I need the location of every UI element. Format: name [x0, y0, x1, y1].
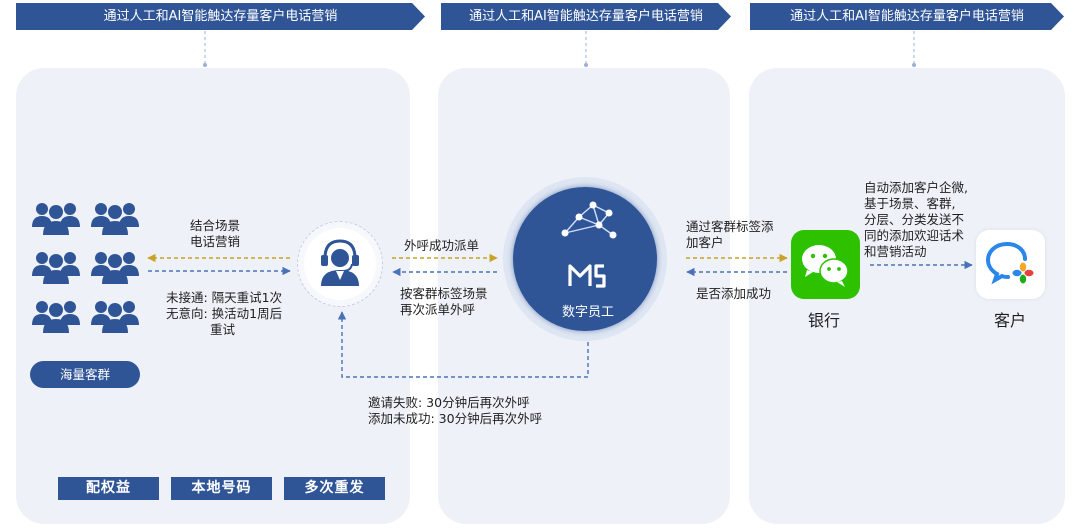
agent-headset-icon — [297, 221, 383, 307]
tag-benefits: 配权益 — [58, 477, 159, 500]
back-label-3: 重试 — [210, 322, 236, 337]
banner-right: 通过人工和AI智能触达存量客户电话营销 — [750, 3, 1064, 30]
result-label: 是否添加成功 — [696, 286, 772, 301]
people-icon — [32, 203, 139, 333]
forward-label-1: 结合场景 — [190, 218, 241, 233]
tag-resend: 多次重发 — [284, 477, 385, 500]
redispatch-label-2: 再次派单外呼 — [400, 302, 476, 317]
add-label-1: 通过客群标签添 — [686, 219, 774, 234]
wecom-icon — [976, 230, 1045, 299]
tag-local-number: 本地号码 — [171, 477, 272, 500]
digital-worker-logo-icon — [568, 264, 606, 288]
back-label-1: 未接通: 隔天重试1次 — [166, 290, 283, 305]
retry-loop — [337, 311, 589, 378]
forward-label-2: 电话营销 — [190, 234, 241, 249]
auto-label-1: 自动添加客户企微, — [864, 180, 968, 195]
redispatch-label-1: 按客群标签场景 — [400, 286, 488, 301]
group-label: 海量客群 — [30, 361, 140, 388]
retry-label-1: 邀请失败: 30分钟后再次外呼 — [368, 395, 530, 410]
bank-label: 银行 — [808, 311, 841, 330]
banner-middle: 通过人工和AI智能触达存量客户电话营销 — [441, 3, 731, 30]
wechat-icon — [791, 230, 860, 299]
auto-label-4: 同的添加欢迎话术 — [864, 228, 965, 243]
auto-label-2: 基于场景、客群, — [864, 196, 956, 211]
customer-label: 客户 — [994, 311, 1027, 330]
back-label-2: 无意向: 换活动1周后 — [166, 306, 283, 321]
retry-label-2: 添加未成功: 30分钟后再次外呼 — [368, 411, 543, 426]
dispatch-label: 外呼成功派单 — [404, 238, 480, 253]
add-label-2: 加客户 — [686, 235, 724, 250]
banner-left: 通过人工和AI智能触达存量客户电话营销 — [16, 3, 425, 30]
network-icon — [561, 201, 617, 239]
auto-label-3: 分层、分类发送不 — [864, 212, 965, 227]
worker-label: 数字员工 — [562, 305, 615, 320]
auto-label-5: 和营销活动 — [864, 244, 927, 259]
banner-drop-lines — [204, 31, 915, 64]
